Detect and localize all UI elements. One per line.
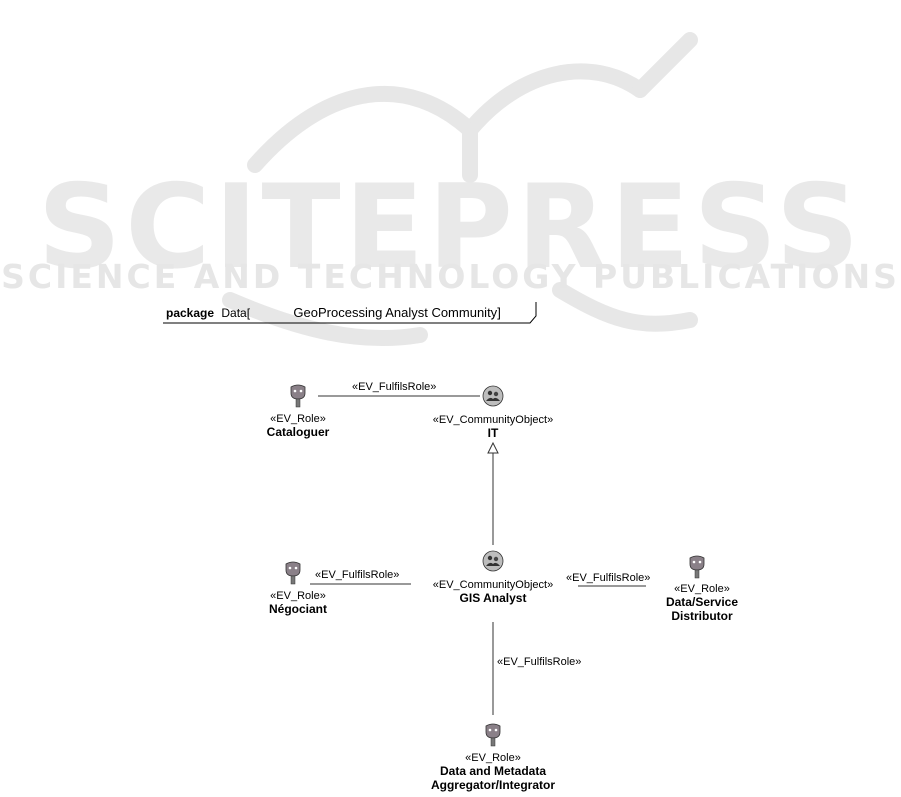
role-icon [689, 555, 705, 579]
negociant-stereotype: «EV_Role» [270, 590, 326, 602]
node-negociant[interactable]: «EV_Role» Négociant [248, 590, 348, 616]
distributor-name-line1: Data/Service [665, 595, 739, 609]
watermark-subtitle: SCIENCE AND TECHNOLOGY PUBLICATIONS [1, 257, 900, 296]
package-open-bracket: [ [246, 306, 251, 320]
community-object-icon [482, 550, 504, 572]
node-distributor[interactable]: «EV_Role» Data/Service Distributor [647, 583, 757, 623]
node-gis-analyst[interactable]: «EV_CommunityObject» GIS Analyst [418, 579, 568, 605]
edge-gis-aggregator-label: «EV_FulfilsRole» [497, 656, 582, 668]
aggregator-stereotype: «EV_Role» [465, 752, 521, 764]
generalization-arrowhead [487, 441, 499, 454]
package-keyword: package [166, 306, 215, 320]
role-icon [290, 384, 306, 408]
aggregator-name-line1: Data and Metadata [439, 764, 547, 778]
community-object-icon [482, 385, 504, 407]
edge-gis-negociant-label: «EV_FulfilsRole» [315, 569, 400, 581]
package-close-bracket: ] [497, 305, 501, 320]
node-cataloguer[interactable]: «EV_Role» Cataloguer [243, 413, 353, 439]
node-it[interactable]: «EV_CommunityObject» IT [418, 414, 568, 440]
gis-analyst-stereotype: «EV_CommunityObject» [432, 579, 554, 591]
package-header: package Data[ GeoProcessing Analyst Comm… [166, 305, 501, 320]
distributor-stereotype: «EV_Role» [674, 583, 730, 595]
role-icon [285, 561, 301, 585]
role-icon [485, 723, 501, 747]
cataloguer-name: Cataloguer [266, 425, 330, 439]
edge-it-cataloguer-label: «EV_FulfilsRole» [352, 381, 437, 393]
distributor-name-line2: Distributor [671, 609, 733, 623]
gis-analyst-name: GIS Analyst [459, 591, 527, 605]
package-title: GeoProcessing Analyst Community [293, 305, 498, 320]
node-aggregator[interactable]: «EV_Role» Data and Metadata Aggregator/I… [418, 752, 568, 792]
edge-gis-distributor-label: «EV_FulfilsRole» [566, 572, 651, 584]
aggregator-name-line2: Aggregator/Integrator [430, 778, 555, 792]
package-name: Data [221, 306, 247, 320]
it-name: IT [487, 426, 499, 440]
cataloguer-stereotype: «EV_Role» [270, 413, 326, 425]
watermark-title: SCITEPRESS [37, 160, 864, 295]
it-stereotype: «EV_CommunityObject» [432, 414, 554, 426]
negociant-name: Négociant [268, 602, 327, 616]
